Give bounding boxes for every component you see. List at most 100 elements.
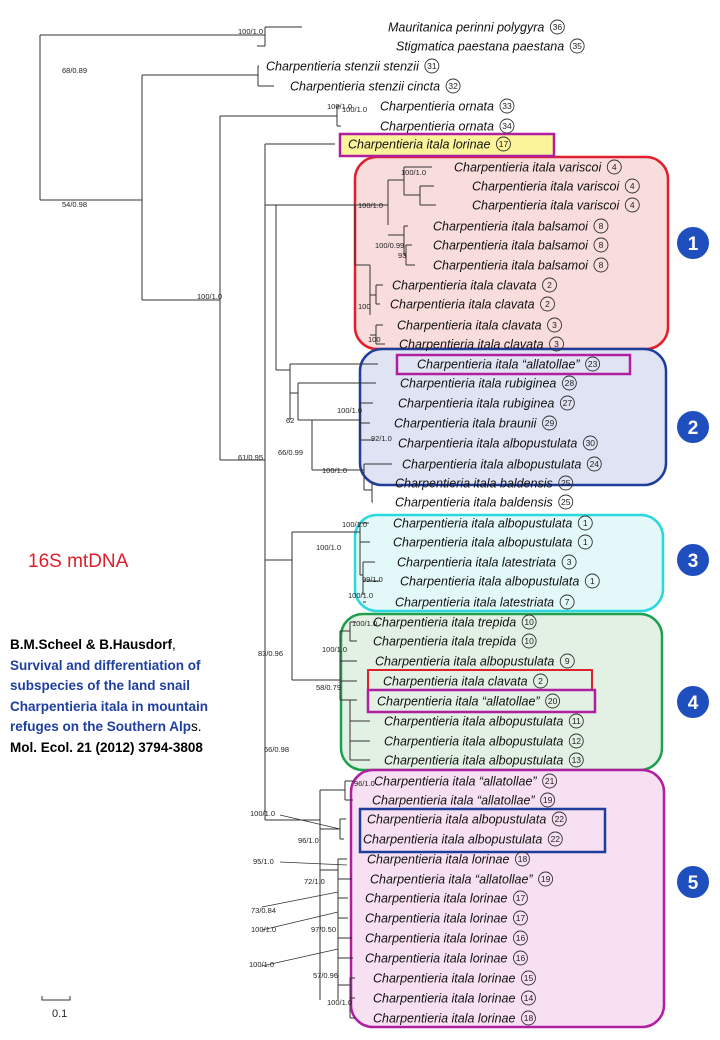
- taxon-number-circle: [624, 178, 640, 194]
- support-value: 100/1.0: [316, 543, 341, 552]
- taxon-label: Charpentieria itala albopustulata: [384, 715, 563, 729]
- taxon-label: Charpentieria itala balsamoi: [433, 239, 589, 253]
- taxon-number-circle: [513, 950, 528, 966]
- taxon-label: Charpentieria itala variscoi: [454, 161, 603, 175]
- support-callout: [279, 861, 348, 866]
- taxon-label: Charpentieria itala albopustulata: [402, 458, 581, 472]
- support-value: 100/1.0: [322, 645, 347, 654]
- taxon-label: Charpentieria itala “allatollae”: [377, 695, 540, 709]
- taxon-number: 2: [547, 280, 552, 290]
- taxon-number: 2: [545, 299, 550, 309]
- taxon-number-circle: [593, 218, 609, 234]
- taxon-label: Charpentieria itala clavata: [399, 338, 544, 352]
- taxon-label: Charpentieria itala “allatollae”: [370, 873, 533, 887]
- taxon-label: Charpentieria itala albopustulata: [363, 833, 542, 847]
- taxon-number-circle: [540, 792, 556, 808]
- support-value: 73/0.84: [251, 906, 276, 915]
- citation-title-tail: s.: [191, 719, 202, 734]
- taxon-number-circle: [586, 456, 602, 472]
- taxon-number: 19: [541, 874, 551, 884]
- taxon-label: Charpentieria itala “allatollae”: [417, 358, 580, 372]
- support-value: 100/1.0: [327, 102, 352, 111]
- taxon-number-circle: [513, 890, 528, 906]
- taxon-number: 15: [524, 973, 534, 983]
- taxon-number: 14: [524, 993, 534, 1003]
- taxon-number-circle: [561, 375, 577, 391]
- taxon-number-circle: [561, 554, 577, 570]
- taxon-number-circle: [499, 98, 515, 114]
- taxon-number: 18: [518, 854, 528, 864]
- taxon-label: Charpentieria itala baldensis: [395, 496, 553, 510]
- taxon-label: Charpentieria itala rubiginea: [400, 377, 556, 391]
- support-value: 100/1.0: [342, 520, 367, 529]
- taxon-number: 1: [590, 576, 595, 586]
- taxon-number-circle: [540, 296, 555, 312]
- taxon-number: 4: [612, 162, 617, 172]
- citation-title: Survival and differentiation of subspeci…: [10, 657, 209, 735]
- highlight-allatollae-20: [366, 688, 597, 714]
- taxon-number-circle: [568, 713, 584, 729]
- taxon-number: 20: [548, 696, 558, 706]
- clade-badge: [675, 542, 711, 578]
- support-value: 100/1.0: [322, 466, 347, 475]
- taxon-label: Charpentieria itala rubiginea: [398, 397, 554, 411]
- taxon-number-circle: [542, 773, 558, 789]
- highlight-allatollae-23: [395, 353, 632, 376]
- taxon-number: 1: [583, 518, 588, 528]
- taxon-number: 25: [561, 478, 571, 488]
- taxon-label: Charpentieria itala trepida: [373, 616, 516, 630]
- citation-journal: Mol. Ecol. 21 (2012) 3794-3808: [10, 739, 203, 755]
- taxon-number-circle: [521, 633, 537, 649]
- citation-authors: B.M.Scheel & B.Hausdorf: [10, 637, 173, 652]
- taxon-number: 24: [590, 459, 600, 469]
- taxon-number-circle: [521, 990, 536, 1006]
- taxon-number: 1: [583, 537, 588, 547]
- taxon-number: 4: [630, 181, 635, 191]
- support-value: 96/1.0: [298, 836, 319, 845]
- taxon-label: Charpentieria itala clavata: [383, 675, 528, 689]
- taxon-number-circle: [577, 515, 593, 531]
- taxon-number: 17: [499, 139, 509, 149]
- taxon-number: 10: [524, 617, 534, 627]
- taxon-label: Charpentieria itala lorinae: [373, 992, 515, 1006]
- taxon-number: 3: [552, 320, 557, 330]
- support-value: 100/1.0: [249, 960, 274, 969]
- taxon-number-circle: [569, 38, 585, 54]
- taxon-label: Charpentieria itala albopustulata: [398, 437, 577, 451]
- support-callout: [261, 948, 339, 967]
- taxon-number-circle: [551, 811, 567, 827]
- taxon-label: Charpentieria itala albopustulata: [393, 536, 572, 550]
- support-values: 100/1.068/0.89100/1.054/0.98100/1.0100/1…: [62, 27, 426, 1007]
- support-value: 83/0.96: [258, 649, 283, 658]
- support-value: 58/0.79: [316, 683, 341, 692]
- taxon-number-circle: [593, 257, 609, 273]
- taxon-number: 13: [572, 755, 582, 765]
- support-value: 100/0.99: [375, 241, 404, 250]
- taxon-number-circle: [547, 317, 562, 333]
- taxon-number-circle: [549, 19, 565, 35]
- taxon-number: 8: [599, 221, 604, 231]
- taxon-number-circle: [624, 197, 640, 213]
- taxon-number: 30: [586, 438, 596, 448]
- taxon-number: 21: [545, 776, 555, 786]
- taxon-number: 19: [543, 795, 553, 805]
- taxon-number-circle: [584, 573, 600, 589]
- taxon-number-circle: [568, 733, 584, 749]
- clade-badge-number: 1: [688, 234, 699, 255]
- clade-badge: [675, 225, 711, 261]
- support-value: 61/0.95: [238, 453, 263, 462]
- taxon-number-circle: [542, 415, 557, 431]
- taxon-number: 12: [572, 736, 582, 746]
- taxon-number: 11: [572, 716, 581, 726]
- taxon-number: 16: [516, 953, 526, 963]
- support-value: 100/1.0: [251, 925, 276, 934]
- support-value: 100/1.0: [348, 591, 373, 600]
- taxon-number: 22: [555, 814, 565, 824]
- taxon-number: 29: [545, 418, 555, 428]
- scale-bar: 0.1: [41, 996, 71, 1020]
- marker-label: 16S mtDNA: [28, 551, 129, 572]
- support-callout: [279, 814, 341, 830]
- taxon-number: 36: [553, 22, 563, 32]
- taxon-label: Charpentieria itala balsamoi: [433, 259, 589, 273]
- taxon-label: Charpentieria itala lorinae: [365, 892, 507, 906]
